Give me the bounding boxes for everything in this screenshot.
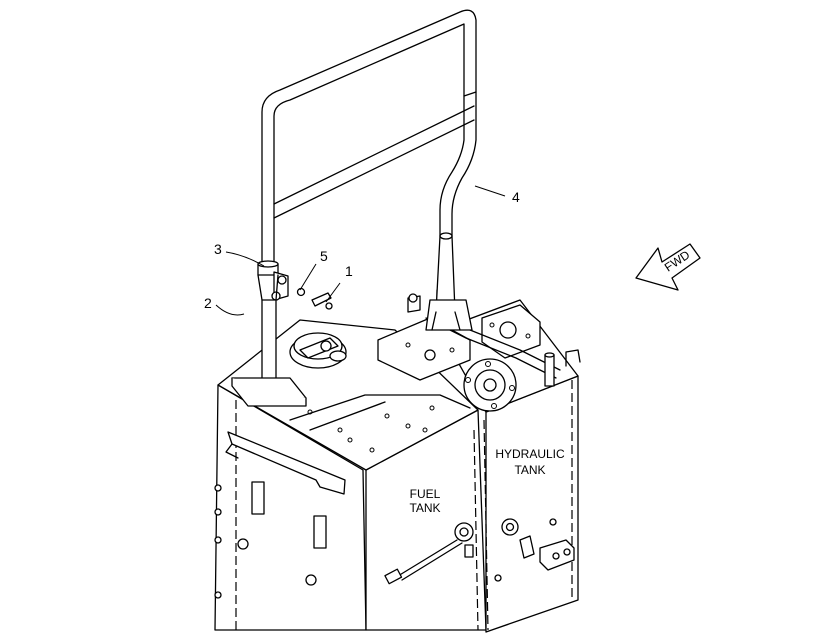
callout-3: 3	[214, 241, 222, 257]
hydraulic-tank-face	[485, 375, 579, 633]
fuel-fill-cap	[289, 332, 347, 369]
slot-2	[313, 515, 327, 549]
hydraulic-tank-label-line1: HYDRAULIC	[495, 447, 565, 461]
fuel-tank-label-line1: FUEL	[410, 487, 441, 501]
washer	[296, 287, 306, 297]
left-post-mount	[231, 260, 333, 407]
callout-2: 2	[204, 295, 212, 311]
fuel-tank-label-line2: TANK	[409, 501, 440, 515]
lower-post	[261, 299, 277, 383]
callout-leaders	[215, 185, 506, 316]
fwd-direction-arrow: FWD	[635, 243, 701, 291]
right-mount	[425, 299, 473, 331]
handrail	[261, 9, 477, 331]
tank-assembly	[214, 289, 581, 633]
callout-5: 5	[320, 248, 328, 264]
vent-tube	[544, 354, 555, 387]
bolt	[311, 292, 332, 307]
slot-1	[251, 481, 265, 515]
hydraulic-tank-label-line2: TANK	[514, 463, 545, 477]
callout-4: 4	[512, 189, 520, 205]
callout-1: 1	[345, 263, 353, 279]
